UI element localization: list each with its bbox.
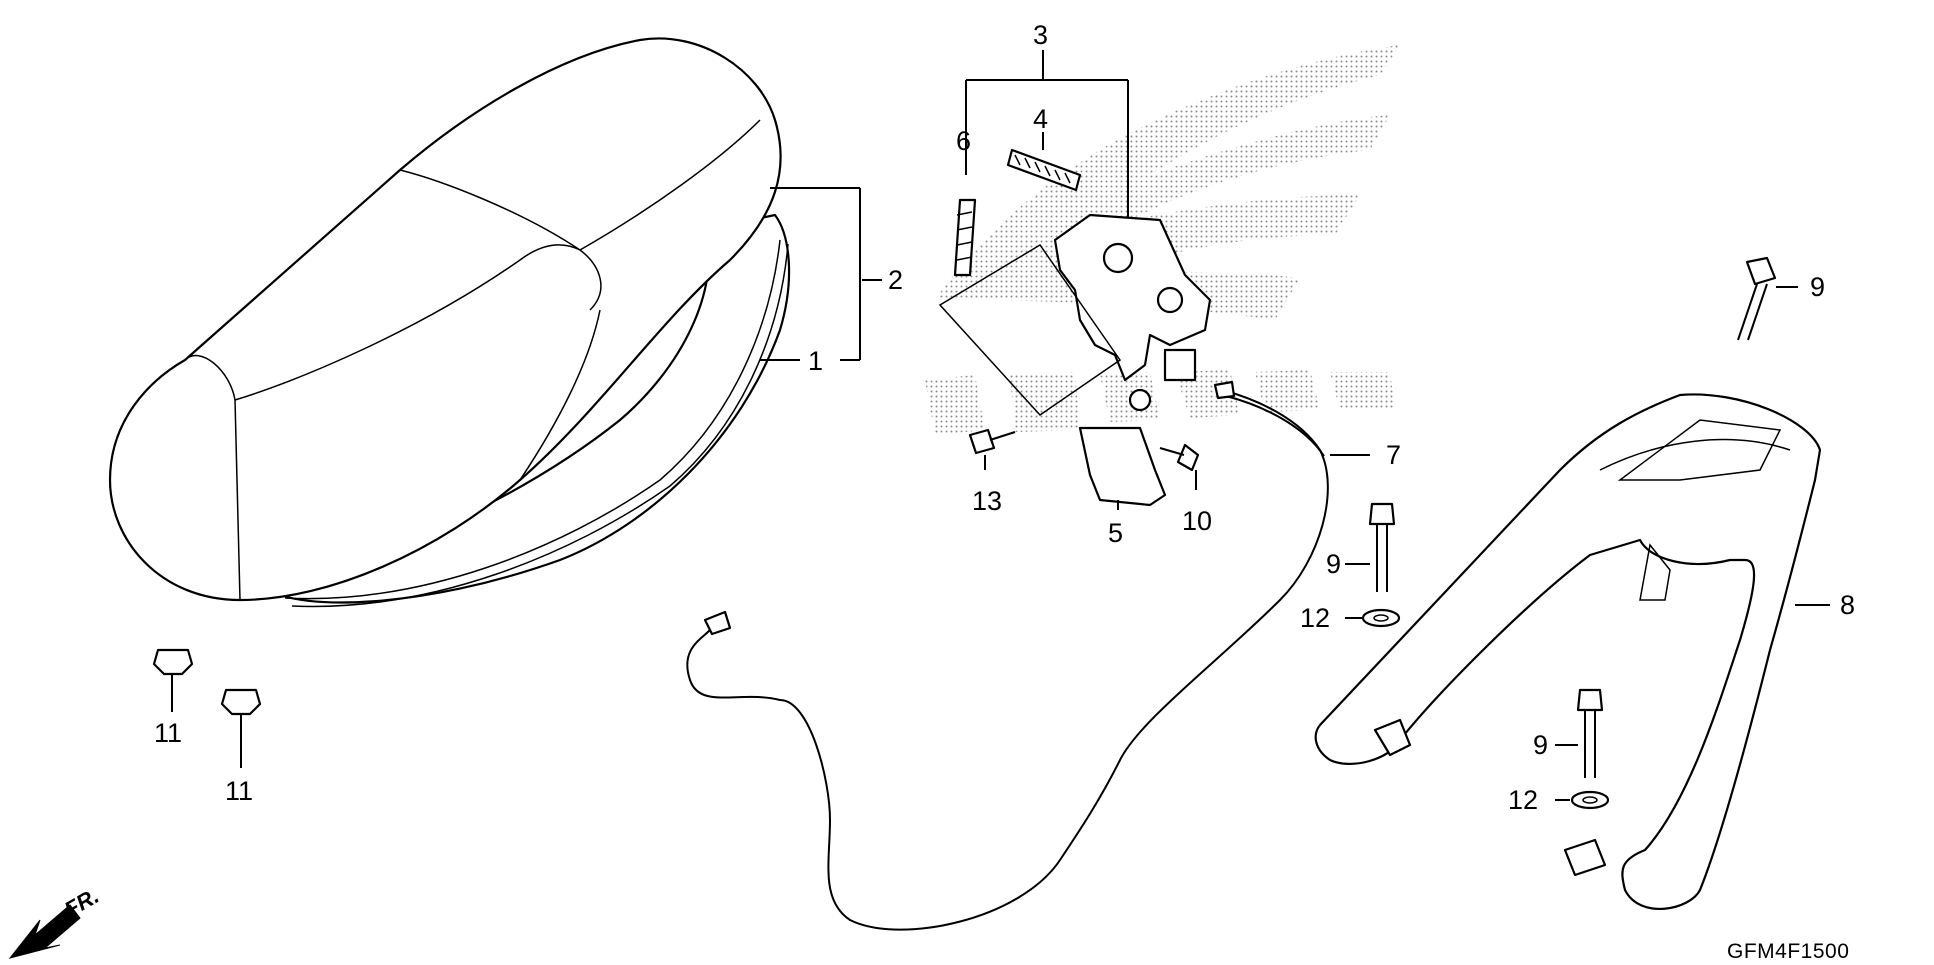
callout-bolt-low: 9 <box>1533 730 1548 760</box>
washer-low <box>1555 790 1610 810</box>
front-direction-arrow-icon <box>8 904 81 959</box>
bolt-low <box>1555 688 1604 778</box>
callout-bolt-top: 9 <box>1810 272 1825 302</box>
callout-cable: 7 <box>1386 440 1401 470</box>
lock-assembly <box>938 50 1212 416</box>
seat <box>108 37 861 608</box>
callout-bolt-mid: 9 <box>1326 549 1341 579</box>
diagram-code: GFM4F1500 <box>1727 940 1849 963</box>
bolt-front <box>968 428 1016 470</box>
brand-wing-watermark <box>925 45 1400 435</box>
washer-mid <box>1345 608 1401 628</box>
bolt-lock <box>1159 443 1200 490</box>
callout-bolt-front: 13 <box>972 486 1002 516</box>
plate <box>1078 426 1167 510</box>
bolt-top <box>1737 256 1798 341</box>
callout-washer-mid: 12 <box>1300 603 1330 633</box>
callout-bolt-lock: 10 <box>1182 506 1212 536</box>
callout-nut-a: 11 <box>154 718 182 748</box>
callout-seat-assembly: 2 <box>888 265 903 295</box>
seat-lock-cable <box>686 380 1370 931</box>
callout-spring: 4 <box>1033 104 1048 134</box>
callout-nut-b: 11 <box>225 776 253 806</box>
callout-grab-rail: 8 <box>1840 590 1855 620</box>
callout-seat-bottom: 1 <box>808 346 823 376</box>
callout-lock-assembly: 3 <box>1033 20 1048 50</box>
callout-plate: 5 <box>1108 518 1123 548</box>
grab-rail <box>1314 393 1830 911</box>
bolt-mid <box>1345 502 1396 592</box>
nut-a <box>152 648 194 712</box>
callout-washer-low: 12 <box>1508 785 1538 815</box>
callout-spring-small: 6 <box>956 126 971 156</box>
nut-b <box>220 688 262 768</box>
